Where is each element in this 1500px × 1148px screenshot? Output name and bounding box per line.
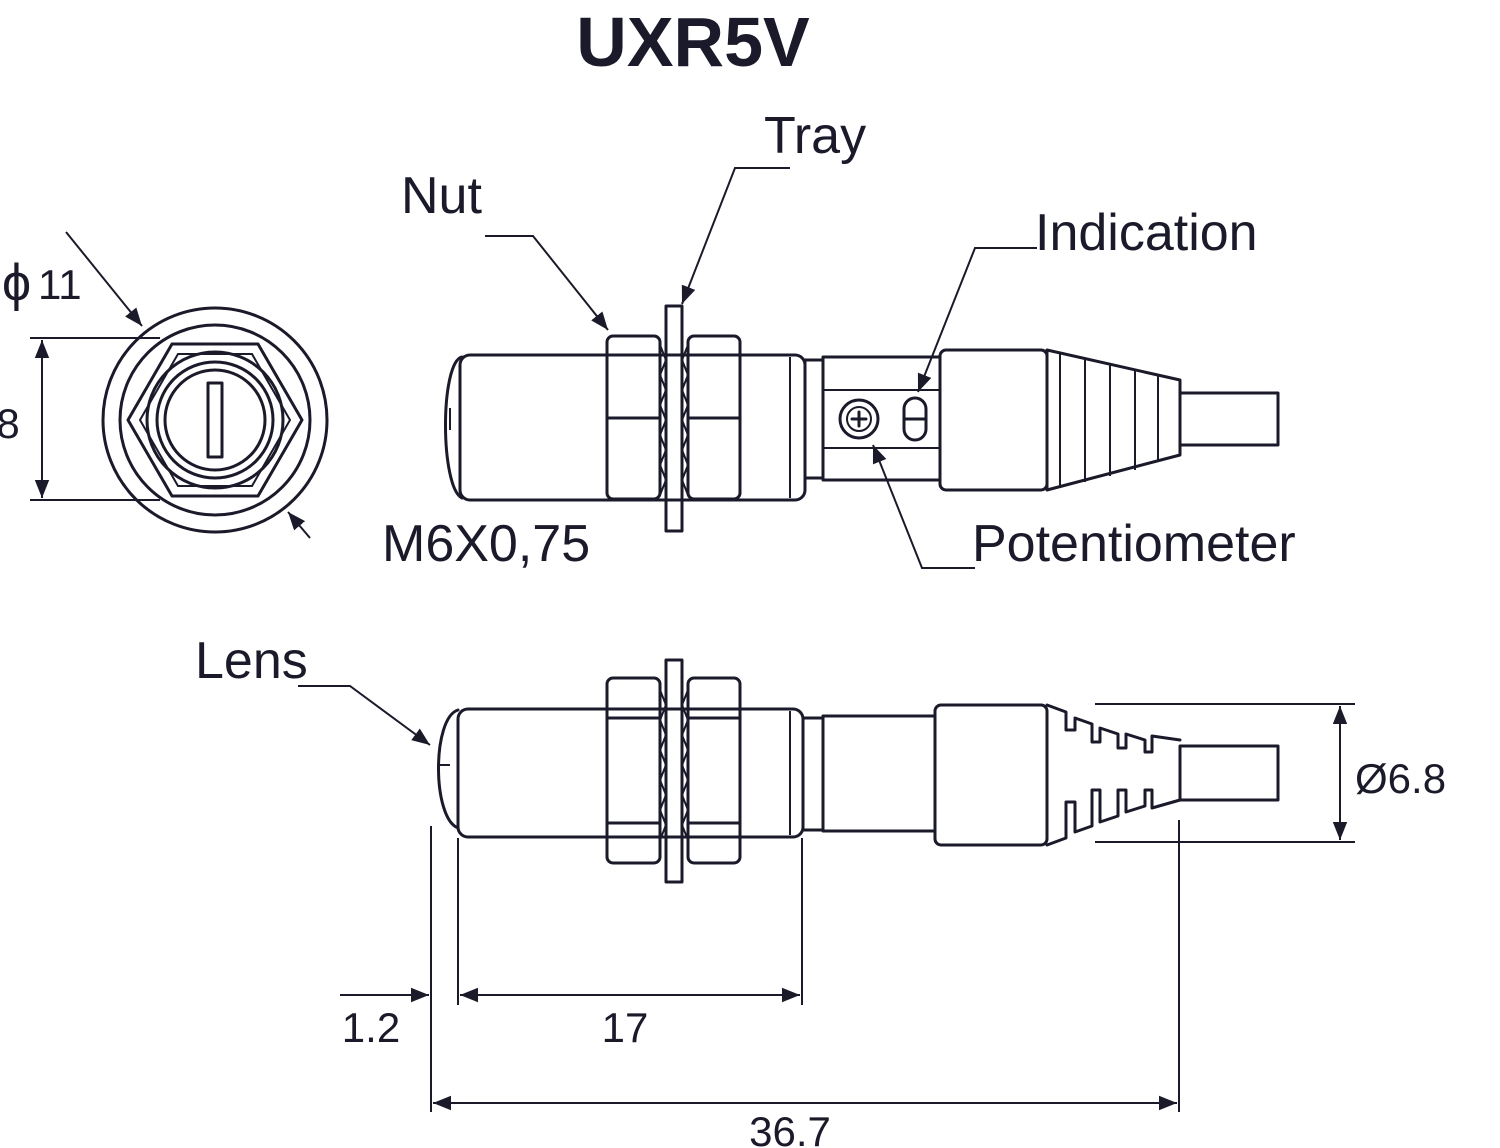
indication-label: Indication <box>1035 204 1258 262</box>
total-length-dim: 36.7 <box>749 1108 831 1148</box>
body-length-dim: 17 <box>602 1004 649 1051</box>
side-view-top <box>444 167 1280 569</box>
side-view-bottom <box>298 658 1355 1112</box>
diagram-title: UXR5V <box>576 3 810 81</box>
cable-diameter-dim: Ø6.8 <box>1355 755 1446 802</box>
lens-offset-dim: 1.2 <box>342 1004 400 1051</box>
nut-label: Nut <box>401 167 482 225</box>
outer-diameter-label: 11 <box>38 261 82 308</box>
height-dim-label: 8 <box>0 400 20 447</box>
tray-label: Tray <box>764 107 866 165</box>
lens-label: Lens <box>195 632 308 690</box>
phi-symbol: ϕ <box>2 254 31 312</box>
thread-label: M6X0,75 <box>382 515 590 573</box>
front-view <box>30 231 329 539</box>
potentiometer-label: Potentiometer <box>972 515 1296 573</box>
